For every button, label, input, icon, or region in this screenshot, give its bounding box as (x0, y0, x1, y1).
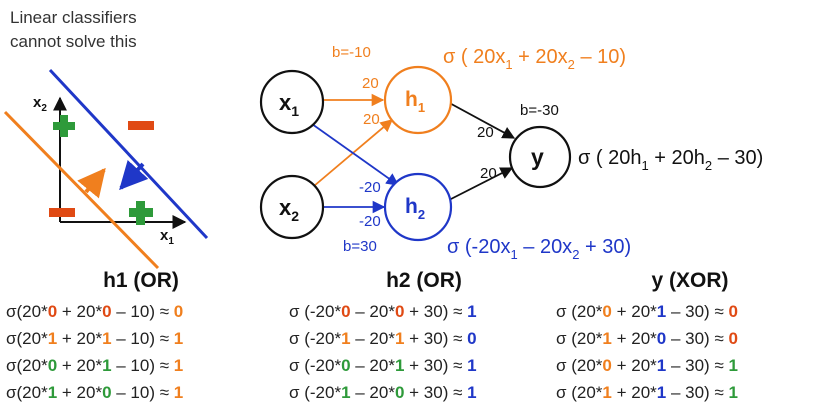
formula-y: σ ( 20h1 + 20h2 – 30) (578, 147, 763, 173)
weight-h2-y: 20 (480, 165, 497, 182)
table-row: σ(20*1 + 20*0 – 10) ≈ 1 (6, 383, 184, 402)
table-y: y (XOR) σ (20*0 + 20*1 – 30) ≈ 0 σ (20*1… (556, 268, 824, 406)
node-x1-label: x1 (279, 90, 299, 119)
node-y (508, 125, 572, 189)
bias-h1: b=-10 (332, 44, 371, 61)
plus-marker-top (53, 115, 75, 137)
table-h2: h2 (OR) σ (-20*0 – 20*0 + 30) ≈ 1 σ (-20… (289, 268, 559, 406)
minus-marker-bottom (49, 208, 75, 217)
caption: Linear classifiers cannot solve this (10, 6, 210, 54)
table-row: σ (-20*1 – 20*0 + 30) ≈ 1 (289, 383, 477, 402)
xor-plot: x2 x1 (3, 68, 209, 270)
node-h1 (383, 65, 453, 135)
node-x2 (259, 174, 325, 240)
table-row: σ (-20*0 – 20*1 + 30) ≈ 1 (289, 356, 477, 375)
minus-marker-top (128, 121, 154, 130)
plus-marker-bottom (129, 201, 153, 225)
table-row: σ (20*0 + 20*1 – 30) ≈ 1 (556, 356, 738, 375)
table-row: σ (-20*0 – 20*0 + 30) ≈ 1 (289, 302, 477, 321)
weight-h1-y: 20 (477, 124, 494, 141)
table-row: σ(20*0 + 20*1 – 10) ≈ 1 (6, 356, 184, 375)
table-h1-title: h1 (OR) (103, 269, 179, 292)
formula-h1: σ ( 20x1 + 20x2 – 10) (443, 46, 626, 72)
orange-decision-line (3, 110, 160, 270)
table-row: σ (-20*1 – 20*1 + 30) ≈ 0 (289, 329, 477, 348)
table-y-title: y (XOR) (651, 269, 729, 292)
weight-x1-h2: -20 (359, 179, 381, 196)
node-h2-label: h2 (405, 195, 425, 222)
caption-line-2: cannot solve this (10, 32, 137, 51)
node-h2 (383, 172, 453, 242)
weight-x2-h1: 20 (363, 111, 380, 128)
network-edges (311, 93, 516, 214)
edge-x1-h2 (311, 123, 400, 186)
bias-y: b=-30 (520, 102, 559, 119)
x-axis-label: x1 (160, 227, 174, 247)
node-x2-label: x2 (279, 195, 299, 224)
weight-x1-h1: 20 (362, 75, 379, 92)
diagram-canvas: x2 x1 (3, 44, 763, 270)
formula-h2: σ (-20x1 – 20x2 + 30) (447, 236, 631, 262)
table-row: σ(20*1 + 20*1 – 10) ≈ 1 (6, 329, 184, 348)
caption-line-1: Linear classifiers (10, 8, 137, 27)
table-row: σ (20*1 + 20*0 – 30) ≈ 0 (556, 329, 738, 348)
node-h1-label: h1 (405, 88, 425, 115)
table-h1: h1 (OR) σ(20*0 + 20*0 – 10) ≈ 0 σ(20*1 +… (6, 268, 276, 406)
table-row: σ (20*0 + 20*1 – 30) ≈ 0 (556, 302, 738, 321)
blue-decision-line (48, 68, 209, 240)
table-row: σ (20*1 + 20*1 – 30) ≈ 1 (556, 383, 738, 402)
weight-x2-h2: -20 (359, 213, 381, 230)
edge-h1-y (443, 99, 516, 139)
table-h2-title: h2 (OR) (386, 269, 462, 292)
orange-direction-arrow (77, 167, 106, 199)
blue-direction-arrow (119, 159, 149, 191)
bias-h2: b=30 (343, 238, 377, 255)
table-row: σ(20*0 + 20*0 – 10) ≈ 0 (6, 302, 184, 321)
y-axis-label: x2 (33, 94, 47, 114)
node-x1 (259, 69, 325, 135)
node-y-label: y (531, 144, 544, 170)
edge-h2-y (448, 167, 514, 201)
